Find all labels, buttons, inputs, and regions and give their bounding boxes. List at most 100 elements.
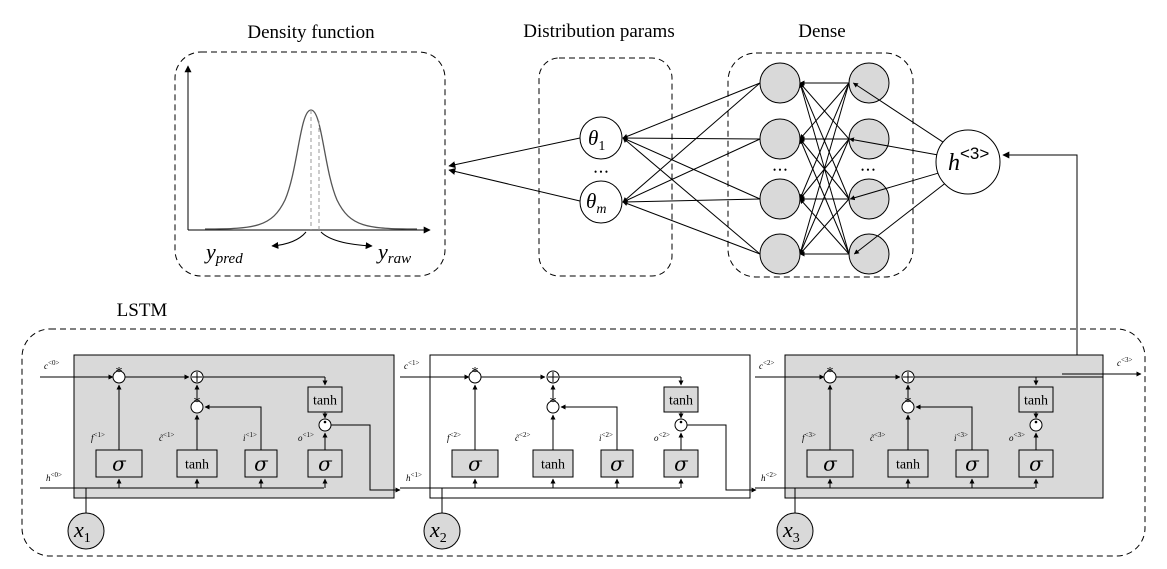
y-raw-label: yraw bbox=[376, 239, 411, 267]
candidate-gate: tanh bbox=[176, 449, 218, 478]
forget-gate-text: σ bbox=[823, 452, 838, 476]
c-in-label: c<0> bbox=[44, 359, 59, 371]
dense-left-ellipsis: • • • bbox=[773, 165, 787, 175]
param-edge bbox=[622, 198, 761, 205]
dense-title: Dense bbox=[798, 21, 845, 42]
input-gate-box bbox=[955, 449, 989, 478]
input-to-mult bbox=[560, 404, 618, 450]
cell-tanh-text: tanh bbox=[1024, 394, 1048, 409]
o-label: o<3> bbox=[1009, 431, 1025, 443]
cell-tanh-box bbox=[1018, 386, 1054, 413]
input-mult-sym: * bbox=[905, 395, 912, 410]
input-mult-sym: * bbox=[550, 395, 557, 410]
output-gate-text: σ bbox=[674, 452, 689, 476]
dense-internal-edges bbox=[798, 80, 850, 257]
candidate-gate-text: tanh bbox=[541, 458, 565, 473]
output-mult bbox=[1029, 418, 1043, 432]
cell-tanh: tanh bbox=[307, 386, 343, 413]
i-label: i<3> bbox=[954, 431, 968, 443]
theta-m-node bbox=[579, 180, 623, 224]
input-mult-sym: * bbox=[194, 395, 201, 410]
hidden-edge bbox=[853, 183, 945, 255]
input-mult: * bbox=[546, 395, 560, 414]
forget-gate-box bbox=[806, 449, 854, 478]
y-pred-label: ypred bbox=[204, 239, 243, 267]
forget-gate-text: σ bbox=[468, 452, 483, 476]
c-in-label: c<2> bbox=[759, 359, 774, 371]
c-tilde-label: c̃<1> bbox=[159, 431, 174, 443]
input-mult-circle bbox=[190, 400, 204, 414]
forget-mult-sym: * bbox=[116, 365, 123, 380]
candidate-gate-box bbox=[532, 449, 574, 478]
input-mult: * bbox=[190, 395, 204, 414]
forget-gate: σ bbox=[451, 449, 499, 478]
dense-neuron bbox=[848, 233, 890, 275]
distribution-params-panel: θ1 θm • • • bbox=[538, 57, 761, 277]
dense-neuron bbox=[759, 178, 801, 220]
dense-neuron bbox=[759, 118, 801, 160]
param-edge bbox=[622, 82, 761, 139]
input-mult-circle bbox=[901, 400, 915, 414]
h-out-wire bbox=[687, 424, 757, 493]
input-gate: σ bbox=[955, 449, 989, 478]
f-label: f<2> bbox=[447, 431, 461, 443]
output-mult bbox=[674, 418, 688, 432]
params-ellipsis: • • • bbox=[594, 167, 608, 177]
output-mult-dot bbox=[1034, 420, 1038, 424]
candidate-gate-text: tanh bbox=[185, 458, 209, 473]
h-in-label: h<1> bbox=[406, 471, 422, 483]
candidate-gate-box bbox=[887, 449, 929, 478]
param-edge bbox=[622, 138, 761, 203]
cell-tanh-text: tanh bbox=[313, 394, 337, 409]
theta1-to-density-arrow bbox=[448, 137, 581, 169]
dense-neuron bbox=[848, 118, 890, 160]
o-label: o<1> bbox=[298, 431, 314, 443]
dense-panel: • • • • • • bbox=[727, 52, 914, 278]
h-in-label: h<0> bbox=[46, 471, 62, 483]
theta-1-node bbox=[579, 116, 623, 160]
candidate-gate-text: tanh bbox=[896, 458, 920, 473]
input-gate: σ bbox=[244, 449, 278, 478]
output-mult-dot bbox=[679, 420, 683, 424]
output-gate-text: σ bbox=[318, 452, 333, 476]
c-in-label: c<1> bbox=[404, 359, 419, 371]
raw-arrow bbox=[320, 231, 373, 250]
hidden-edge bbox=[852, 82, 944, 143]
candidate-gate: tanh bbox=[887, 449, 929, 478]
output-mult bbox=[318, 418, 332, 432]
input-gate: σ bbox=[600, 449, 634, 478]
param-edge bbox=[622, 137, 761, 200]
forget-gate: σ bbox=[95, 449, 143, 478]
hidden-state-h3-label: h<3> bbox=[948, 144, 989, 176]
input-gate-text: σ bbox=[965, 452, 980, 476]
dense-nodes bbox=[759, 62, 890, 275]
f-label: f<1> bbox=[91, 431, 105, 443]
forget-mult: * bbox=[112, 365, 126, 384]
param-edge bbox=[622, 137, 761, 255]
output-gate-text: σ bbox=[1029, 452, 1044, 476]
dense-edge bbox=[799, 198, 850, 255]
theta-1-label: θ1 bbox=[588, 126, 605, 154]
h-out-wire bbox=[331, 424, 401, 493]
lstm-cell-1: c<0> h<0> σ tanh σ σ tanh * * f<1> c̃<1> i<1> o<1> x1 bbox=[40, 354, 401, 550]
dense-neuron bbox=[759, 233, 801, 275]
dense-neuron bbox=[848, 62, 890, 104]
x-input-label: x2 bbox=[429, 517, 447, 546]
cell-tanh-text: tanh bbox=[669, 394, 693, 409]
cell-add bbox=[901, 370, 915, 384]
cell-tanh: tanh bbox=[663, 386, 699, 413]
output-gate-box bbox=[663, 449, 699, 478]
lstm-panel bbox=[21, 328, 1146, 557]
dense-edge bbox=[799, 82, 850, 200]
lstm-cells: c<0> h<0> σ tanh σ σ tanh * * f<1> c̃<1> i<1> o<1> x1… bbox=[40, 354, 1104, 550]
forget-gate-text: σ bbox=[112, 452, 127, 476]
hidden-to-dense-edges bbox=[849, 82, 945, 255]
c3-output-label: c<3> bbox=[1117, 356, 1132, 368]
x-input-node bbox=[776, 512, 814, 550]
output-gate: σ bbox=[307, 449, 343, 478]
x-input-label: x1 bbox=[73, 517, 91, 546]
i-label: i<1> bbox=[243, 431, 257, 443]
input-gate-box bbox=[244, 449, 278, 478]
input-gate-text: σ bbox=[254, 452, 269, 476]
